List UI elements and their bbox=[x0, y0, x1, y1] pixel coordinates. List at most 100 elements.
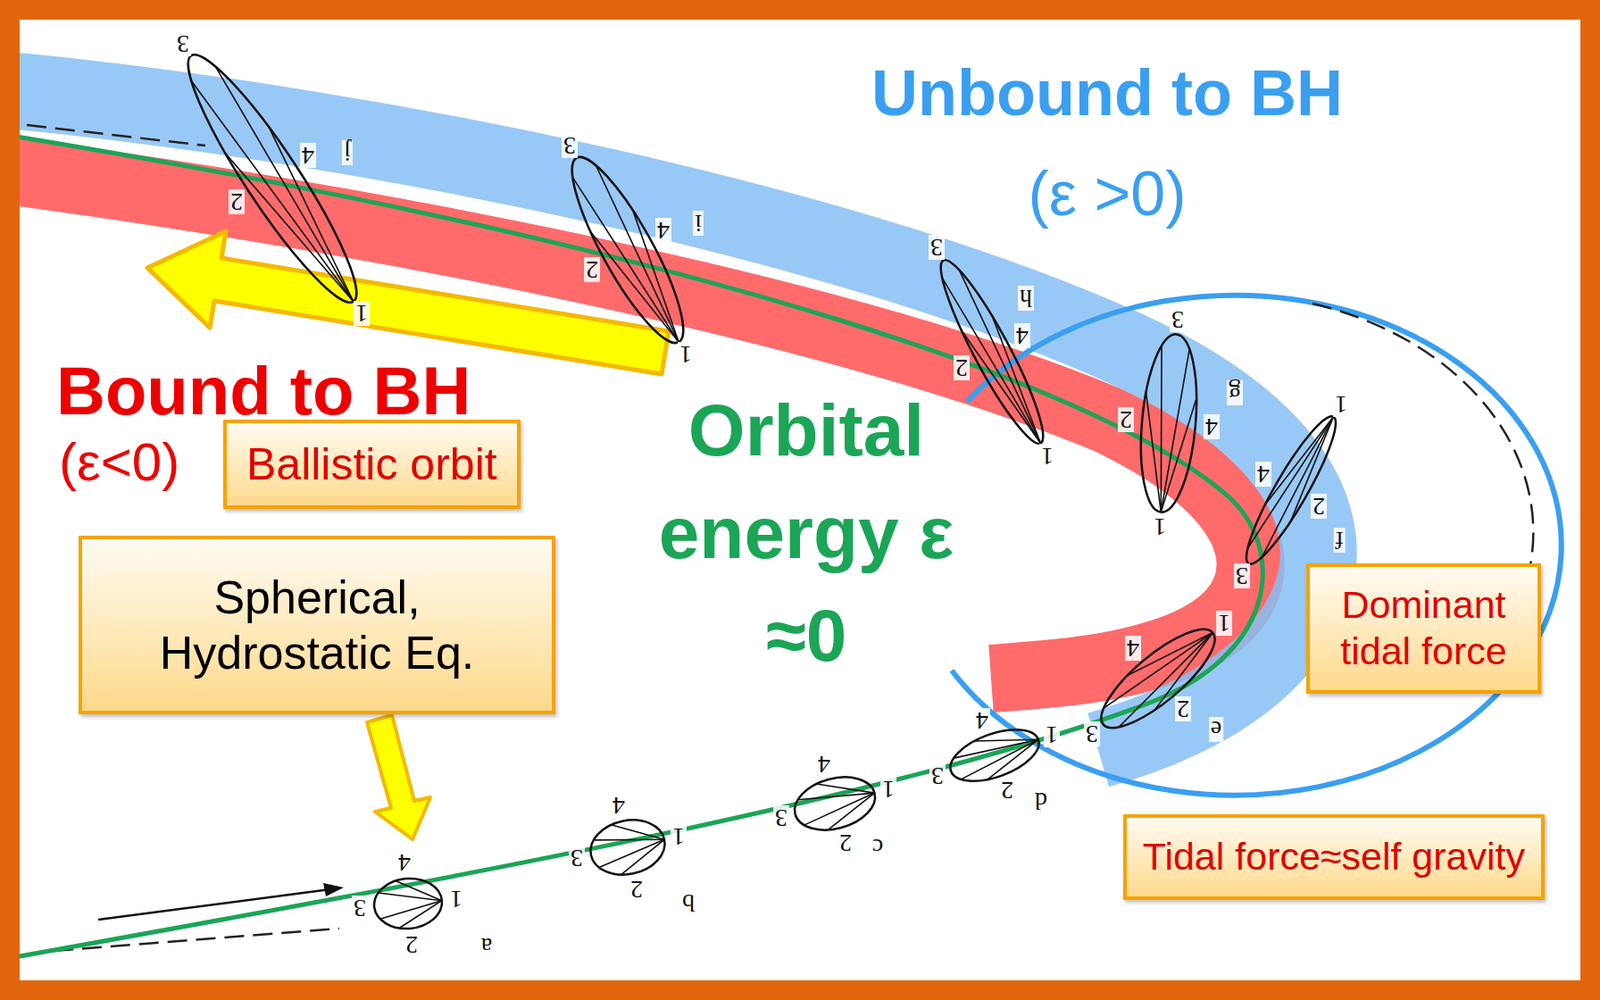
callout-number: 4 bbox=[1014, 323, 1031, 349]
star-chord bbox=[599, 839, 665, 867]
star-chord bbox=[1265, 416, 1334, 506]
callout-number: 3 bbox=[773, 805, 790, 831]
star-chord bbox=[797, 792, 875, 800]
star-chord bbox=[953, 739, 1039, 759]
callout-number: 2 bbox=[228, 189, 245, 215]
motion-arrowhead bbox=[323, 883, 344, 897]
star-chord bbox=[816, 783, 875, 793]
callout-number: 4 bbox=[396, 850, 413, 875]
star-outline bbox=[554, 145, 700, 355]
box-text: Spherical, Hydrostatic Eq. bbox=[98, 569, 536, 682]
callout-number: 2 bbox=[953, 355, 970, 381]
star-outline bbox=[927, 251, 1057, 452]
callout-number: 3 bbox=[561, 133, 578, 159]
callout-number: 1 bbox=[880, 776, 897, 802]
callout-number: 1 bbox=[677, 341, 694, 367]
star-chord bbox=[215, 66, 354, 301]
callout-number: 1 bbox=[670, 824, 687, 850]
star-letter: i bbox=[692, 210, 704, 236]
star-chord bbox=[610, 825, 665, 841]
callout-number: 3 bbox=[1169, 307, 1186, 333]
bound-label: Bound to BH bbox=[56, 357, 471, 425]
star-chord bbox=[268, 126, 354, 302]
callout-number: 3 bbox=[568, 845, 585, 871]
callout-number: 2 bbox=[1310, 493, 1327, 519]
star-chord bbox=[225, 152, 354, 302]
callout-number: 4 bbox=[655, 217, 672, 243]
star-chord bbox=[595, 165, 679, 342]
callout-number: 3 bbox=[1233, 563, 1250, 589]
ballistic-orbit-box: Ballistic orbit bbox=[223, 419, 521, 509]
callout-number: 1 bbox=[1216, 610, 1233, 636]
callout-number: 4 bbox=[974, 708, 991, 734]
callout-number: 1 bbox=[1039, 443, 1056, 469]
star-chord bbox=[399, 900, 442, 929]
star-chord bbox=[1118, 633, 1213, 728]
unbound-band bbox=[0, 89, 1319, 750]
star-chord bbox=[1103, 633, 1213, 709]
bound-energy: (ε<0) bbox=[58, 435, 180, 490]
star-chord bbox=[1247, 416, 1334, 549]
tidal-balance-box: Tidal force≈self gravity bbox=[1123, 814, 1545, 900]
tidal-dominant-box: Dominant tidal force bbox=[1306, 563, 1542, 694]
callout-number: 3 bbox=[1083, 721, 1100, 747]
star-letter: a bbox=[479, 933, 494, 959]
callout-number: 2 bbox=[837, 830, 854, 856]
star-letter: b bbox=[680, 890, 697, 916]
callout-number: 1 bbox=[1043, 722, 1060, 748]
star-chord bbox=[572, 177, 679, 343]
box-text: Ballistic orbit bbox=[246, 437, 498, 492]
star-chord bbox=[1261, 416, 1334, 558]
callout-number: 3 bbox=[928, 234, 945, 260]
callout-number: 1 bbox=[353, 300, 370, 326]
callout-number: 4 bbox=[1125, 635, 1142, 661]
star-chord bbox=[191, 80, 354, 301]
callout-number: 2 bbox=[628, 876, 645, 902]
callout-number: 4 bbox=[610, 792, 627, 818]
callout-number: 2 bbox=[1175, 696, 1192, 722]
star-chord bbox=[958, 269, 1041, 443]
star-chord bbox=[1290, 416, 1334, 522]
callout-number: 3 bbox=[175, 31, 192, 57]
star-letter: e bbox=[1208, 716, 1224, 742]
yellow-arrow bbox=[366, 715, 431, 840]
text-holder: Spherical, Hydrostatic Eq. bbox=[98, 569, 536, 682]
box-text: Tidal force≈self gravity bbox=[1142, 833, 1525, 881]
callout-number: 1 bbox=[448, 886, 465, 912]
star-chord bbox=[1160, 349, 1190, 513]
callout-number: 2 bbox=[583, 257, 600, 283]
star-letter: f bbox=[1333, 527, 1345, 553]
text-holder: Tidal force≈self gravity bbox=[1142, 833, 1525, 881]
box-text: Dominant tidal force bbox=[1316, 582, 1531, 675]
star-chord bbox=[633, 209, 679, 342]
callout-number: 4 bbox=[1203, 414, 1220, 440]
callout-number: 1 bbox=[1151, 514, 1168, 540]
star-chord bbox=[1146, 391, 1162, 512]
star-chord bbox=[593, 838, 665, 841]
yellow-arrow bbox=[147, 231, 669, 375]
star-chord bbox=[974, 739, 1039, 742]
star-chord bbox=[395, 880, 442, 900]
callout-number: 2 bbox=[1117, 407, 1134, 433]
star-outline bbox=[1088, 615, 1228, 743]
hydrostatic-box: Spherical, Hydrostatic Eq. bbox=[78, 535, 556, 715]
callout-number: 3 bbox=[351, 895, 368, 921]
unbound-energy: (ε >0) bbox=[1027, 162, 1186, 225]
orbital-energy-label: Orbital energy ε ≈0 bbox=[654, 379, 959, 687]
star-outline bbox=[168, 41, 376, 317]
callout-number: 4 bbox=[1255, 461, 1272, 487]
border bbox=[9, 9, 1591, 991]
star-letter: j bbox=[341, 140, 353, 166]
text-holder: Dominant tidal force bbox=[1316, 582, 1531, 675]
star-outline bbox=[1133, 332, 1203, 515]
unbound-label: Unbound to BH bbox=[871, 60, 1343, 125]
callout-number: 2 bbox=[403, 932, 420, 958]
star-chord bbox=[991, 316, 1041, 444]
star-outline bbox=[372, 875, 445, 932]
star-chord bbox=[941, 277, 1041, 443]
tidal-radius-circle bbox=[951, 295, 1562, 796]
star-outline bbox=[585, 813, 671, 882]
star-chord bbox=[1159, 345, 1162, 512]
star-letter: g bbox=[1226, 380, 1243, 406]
